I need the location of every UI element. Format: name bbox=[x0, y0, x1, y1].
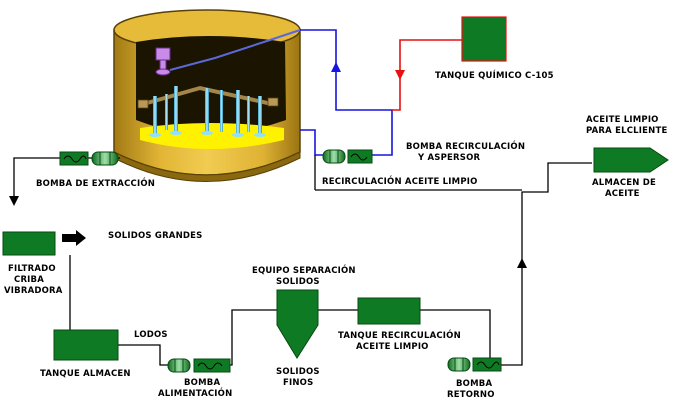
tanque-almacen bbox=[53, 329, 119, 361]
filtrado-criba bbox=[2, 231, 56, 256]
label-equipo-2: SOLIDOS bbox=[276, 277, 320, 287]
red-arrow-down bbox=[395, 70, 405, 80]
label-lodos: LODOS bbox=[134, 330, 168, 340]
label-bomba-alim-1: BOMBA bbox=[184, 378, 220, 388]
label-filtrado-3: VIBRADORA bbox=[4, 286, 63, 296]
label-bomba-recirculacion-1: BOMBA RECIRCULACIÓN bbox=[406, 140, 525, 152]
label-tanque-quimico: TANQUE QUÍMICO C-105 bbox=[435, 69, 554, 81]
label-filtrado-1: FILTRADO bbox=[8, 264, 56, 274]
label-tanque-recirc-2: ACEITE LIMPIO bbox=[356, 342, 429, 352]
label-filtrado-2: CRIBA bbox=[14, 275, 44, 285]
tanque-recirculacion bbox=[357, 297, 421, 325]
bomba-recirculacion bbox=[322, 149, 373, 164]
bomba-alimentacion bbox=[167, 358, 231, 373]
label-bomba-alim-2: ALIMENTACIÓN bbox=[158, 387, 232, 399]
label-recirculacion-aceite: RECIRCULACIÓN ACEITE LIMPIO bbox=[322, 175, 478, 187]
label-tanque-recirc-1: TANQUE RECIRCULACIÓN bbox=[338, 329, 461, 341]
equipo-separacion bbox=[276, 289, 319, 359]
label-bomba-retorno-1: BOMBA bbox=[456, 379, 492, 389]
label-equipo-1: EQUIPO SEPARACIÓN bbox=[252, 264, 356, 276]
main-tank bbox=[113, 9, 301, 182]
label-bomba-extraccion: BOMBA DE EXTRACCIÓN bbox=[36, 177, 155, 189]
label-solidos-grandes: SOLIDOS GRANDES bbox=[108, 231, 203, 241]
blue-arrow-up bbox=[331, 62, 341, 72]
bomba-retorno bbox=[447, 357, 502, 372]
almacen-aceite bbox=[593, 147, 669, 173]
blue-recirculation-line bbox=[300, 29, 393, 156]
label-solidos-finos-1: SOLIDOS bbox=[276, 367, 320, 377]
solidos-grandes-arrow bbox=[62, 230, 86, 246]
black-arrow-down bbox=[9, 196, 19, 206]
label-almacen-2: ACEITE bbox=[605, 189, 640, 199]
tanque-quimico bbox=[461, 16, 507, 62]
label-aceite-limpio-2: PARA ELCLIENTE bbox=[586, 126, 667, 136]
label-almacen-1: ALMACEN DE bbox=[592, 178, 656, 188]
bomba-extraccion bbox=[59, 151, 119, 166]
label-solidos-finos-2: FINOS bbox=[283, 378, 313, 388]
black-arrow-up bbox=[517, 258, 527, 268]
label-bomba-retorno-2: RETORNO bbox=[447, 390, 495, 400]
label-tanque-almacen: TANQUE ALMACEN bbox=[40, 369, 131, 379]
label-aceite-limpio-1: ACEITE LIMPIO bbox=[586, 115, 659, 125]
label-bomba-recirculacion-2: Y ASPERSOR bbox=[417, 153, 481, 163]
